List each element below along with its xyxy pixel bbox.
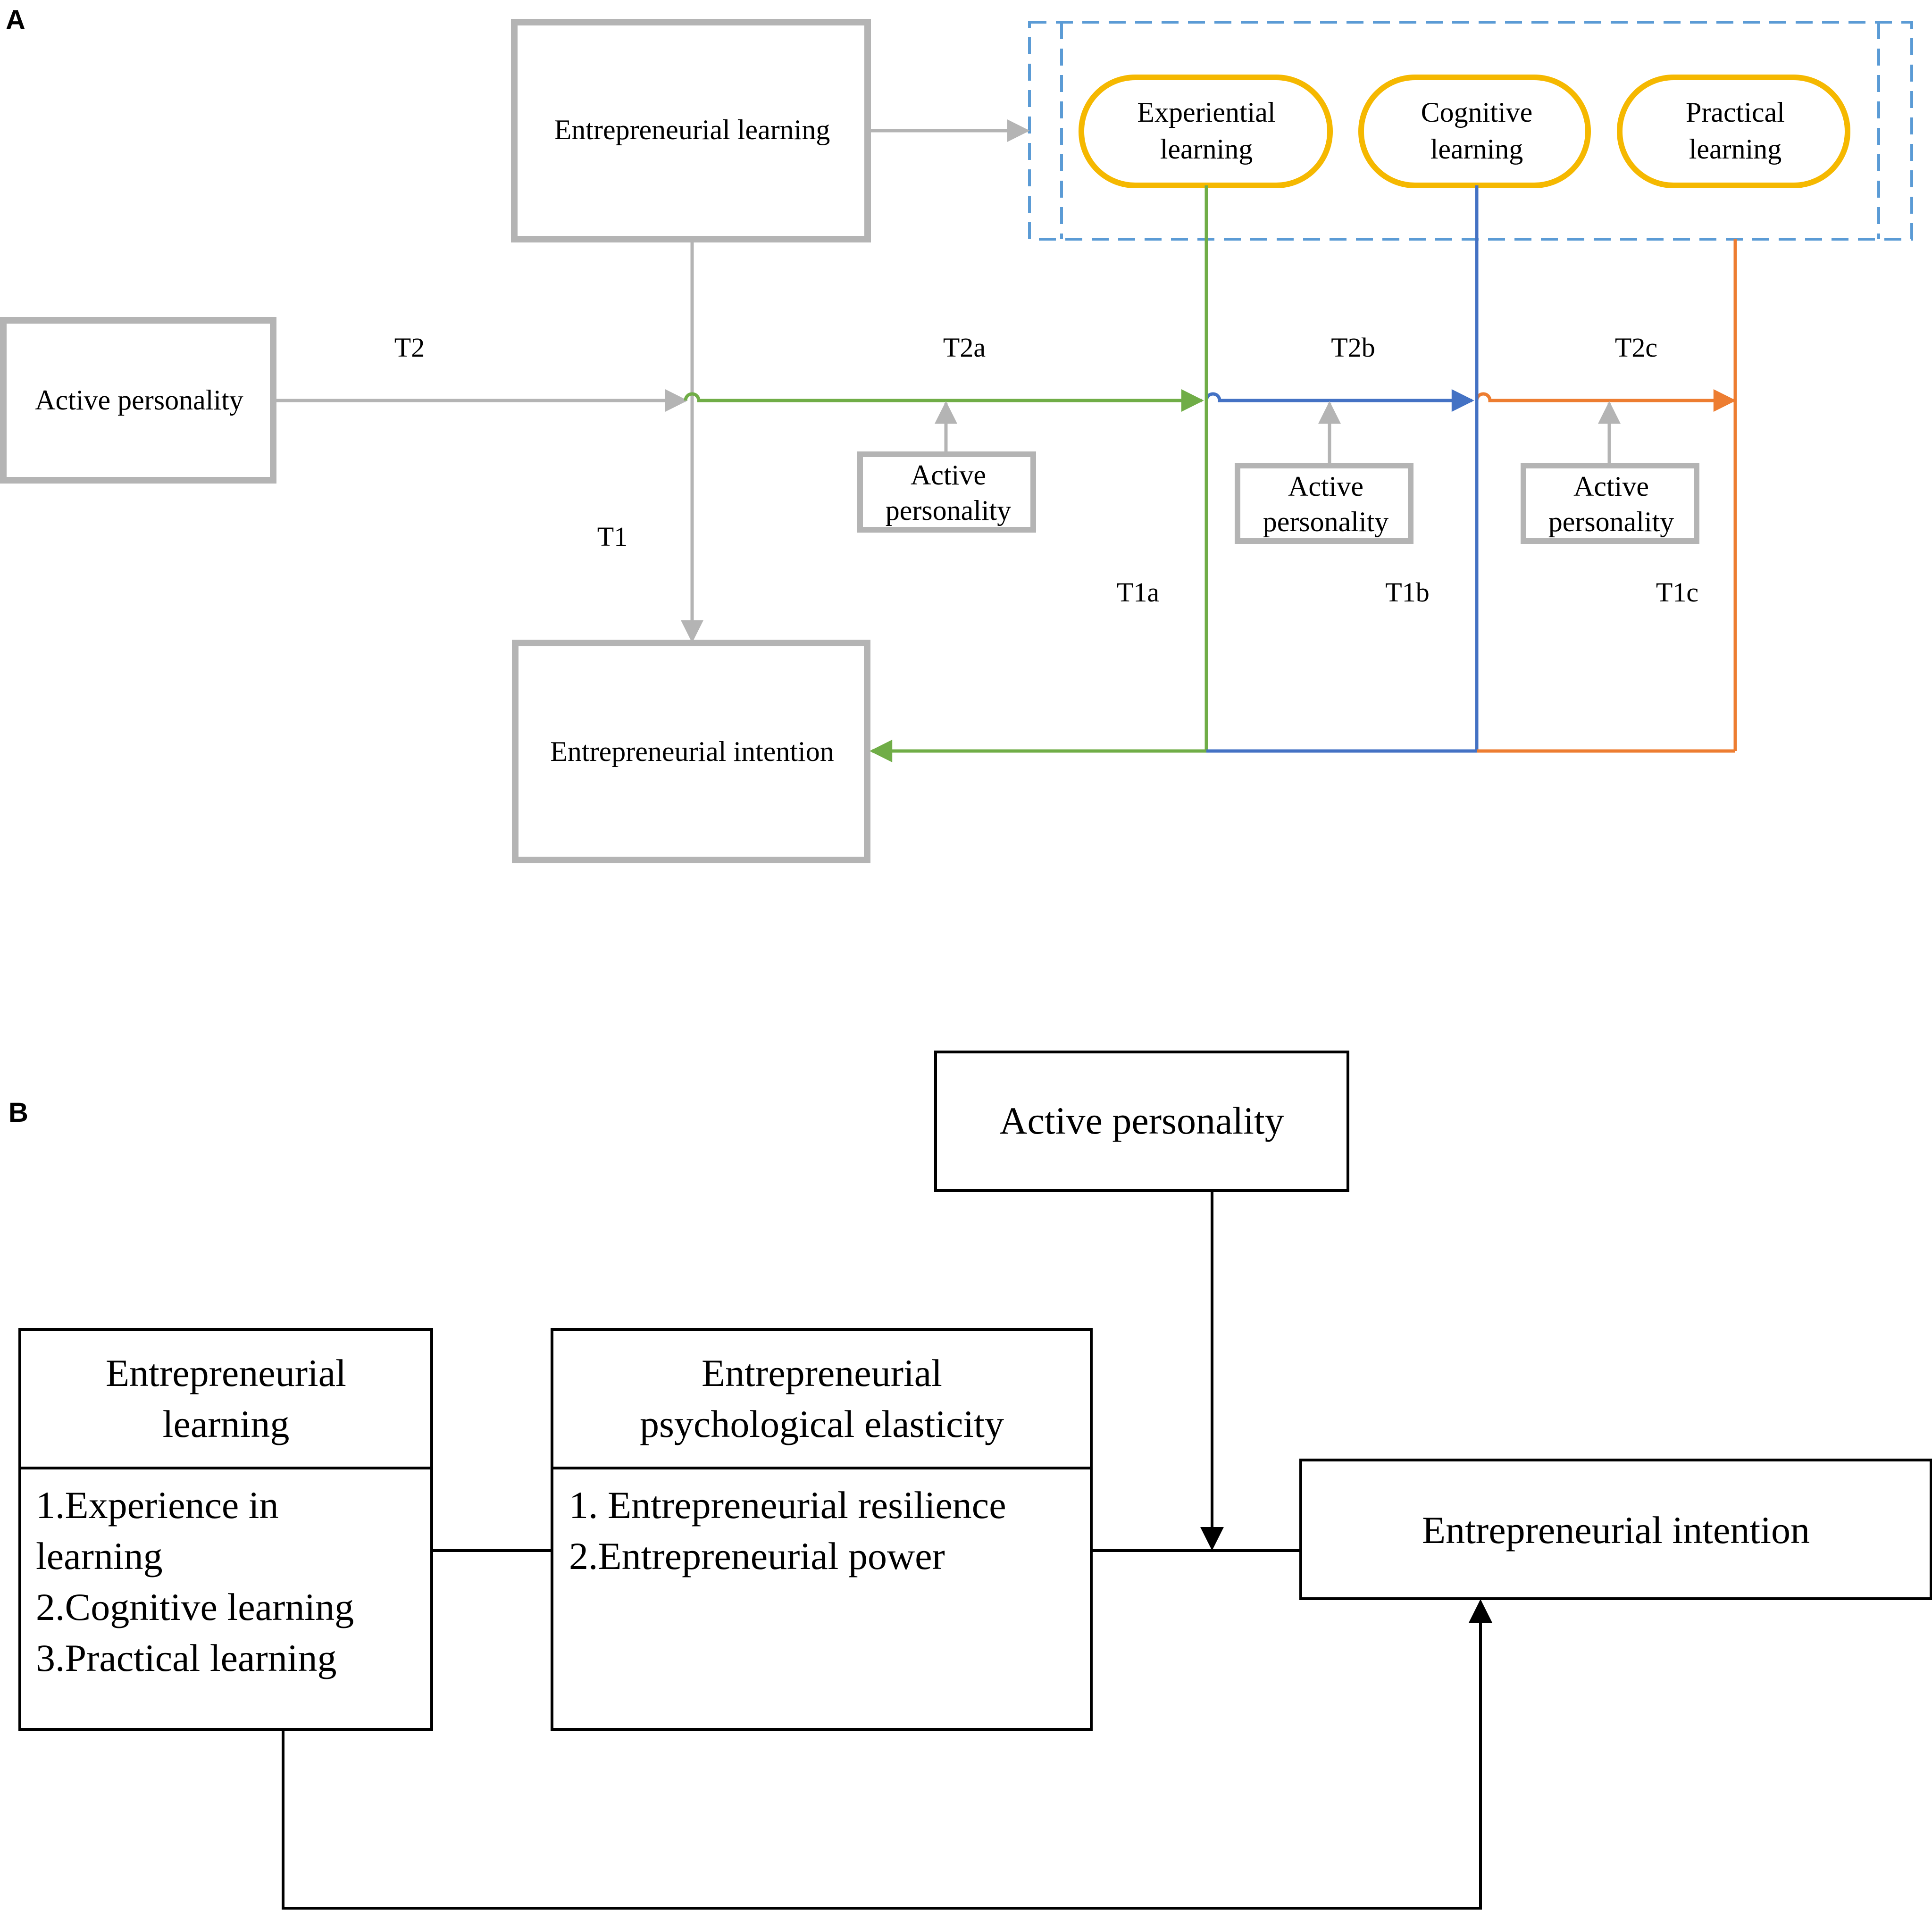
panel-b-label: B (8, 1097, 28, 1128)
b-elasticity-item-2: 2.Entrepreneurial power (569, 1535, 945, 1577)
a-tag-t2: T2 (394, 332, 425, 363)
a-tag-t1b: T1b (1385, 577, 1429, 608)
b-elasticity-title-line2: psychological elasticity (640, 1402, 1004, 1445)
b-arrow-learning-to-intention (282, 1599, 1492, 1910)
b-entrepreneurial-intention-box (1299, 1459, 1932, 1600)
a-moderator-3-line1: Active (1573, 471, 1649, 502)
panel-a-label: A (6, 5, 25, 35)
a-practical-learning-pill (1617, 75, 1850, 188)
a-entrepreneurial-learning-box (511, 19, 871, 242)
a-tag-t1c: T1c (1656, 577, 1698, 608)
a-cognitive-learning-pill (1358, 75, 1591, 188)
a-entrepreneurial-learning-text: Entrepreneurial learning (554, 114, 830, 145)
b-active-personality-text: Active personality (999, 1099, 1284, 1142)
a-cognitive-line1: Cognitive (1421, 97, 1533, 128)
a-moderator-box-2 (1235, 463, 1413, 544)
a-practical-line2: learning (1689, 134, 1782, 165)
a-moderator-1-line1: Active (911, 459, 986, 491)
b-learning-item-3: 3.Practical learning (36, 1636, 337, 1679)
a-tag-t2b: T2b (1331, 332, 1375, 363)
a-green-path-t2a (684, 389, 1204, 412)
a-blue-path-t2b (1204, 389, 1474, 412)
a-experiential-line2: learning (1160, 134, 1253, 165)
a-moderator-2-line1: Active (1288, 471, 1363, 502)
b-learning-title-line1: Entrepreneurial (106, 1352, 346, 1394)
a-tag-t1: T1 (597, 521, 627, 552)
b-learning-item-1b: learning (36, 1535, 163, 1577)
a-moderator-box-1 (857, 451, 1036, 533)
a-cognitive-line2: learning (1430, 134, 1523, 165)
a-tag-t2c: T2c (1615, 332, 1657, 363)
b-elasticity-title-line1: Entrepreneurial (702, 1352, 942, 1394)
b-learning-box (18, 1328, 433, 1731)
a-entrepreneurial-intention-box (512, 640, 870, 863)
a-practical-line1: Practical (1686, 97, 1785, 128)
b-learning-item-2: 2.Cognitive learning (36, 1586, 354, 1628)
a-active-personality-text: Active personality (35, 384, 243, 416)
a-moderator-3-line2: personality (1548, 506, 1674, 537)
a-moderator-1-line2: personality (886, 495, 1012, 526)
a-moderator-box-3 (1521, 463, 1699, 544)
b-active-personality-box (934, 1051, 1349, 1192)
a-moderator-2-line2: personality (1263, 506, 1389, 537)
a-experiential-learning-pill (1079, 75, 1333, 188)
b-elasticity-box (551, 1328, 1093, 1731)
a-tag-t2a: T2a (943, 332, 986, 363)
b-elasticity-item-1: 1. Entrepreneurial resilience (569, 1484, 1006, 1527)
b-entrepreneurial-intention-text: Entrepreneurial intention (1422, 1509, 1810, 1552)
b-learning-item-1: 1.Experience in (36, 1484, 279, 1527)
a-experiential-line1: Experiential (1137, 97, 1275, 128)
a-tag-t1a: T1a (1117, 577, 1159, 608)
a-orange-path-t2c (1475, 389, 1736, 412)
a-active-personality-box (0, 317, 276, 484)
b-learning-title-line2: learning (163, 1402, 290, 1445)
a-entrepreneurial-intention-text: Entrepreneurial intention (550, 736, 834, 767)
